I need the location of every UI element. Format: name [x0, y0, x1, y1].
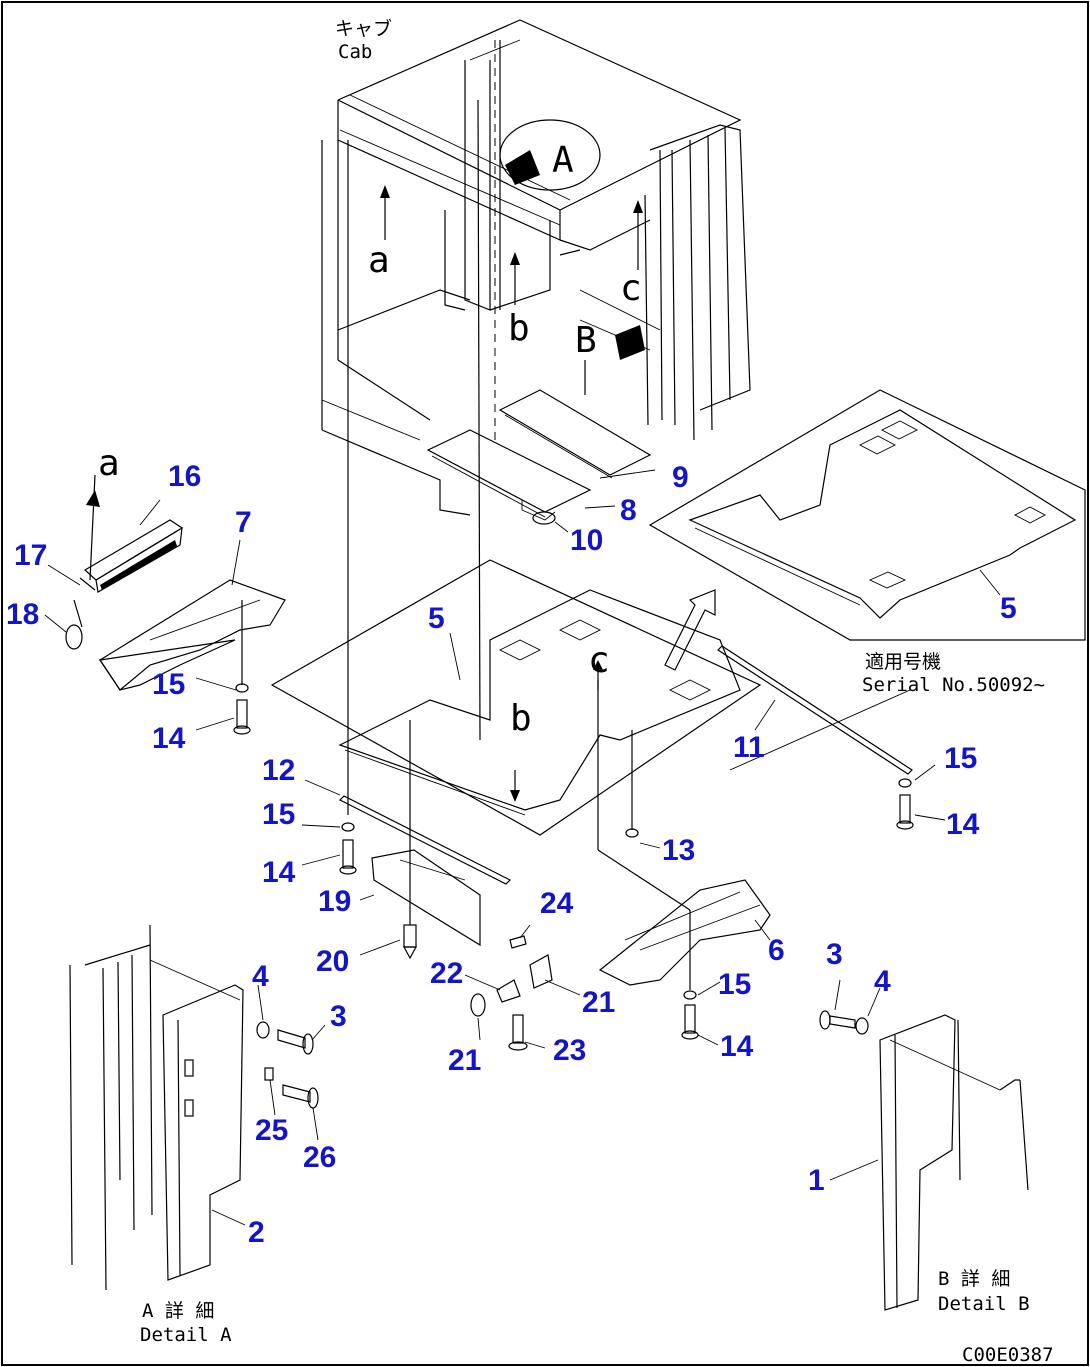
callout-23: 23 [553, 1034, 586, 1067]
callout-26: 26 [303, 1141, 336, 1174]
detail-a-label-jp: A 詳 細 [142, 1300, 214, 1322]
floor-mat-5 [270, 559, 762, 836]
plate-9 [498, 389, 652, 479]
inset-floor-mat-5 [648, 389, 1086, 641]
grommet-10 [532, 511, 556, 525]
leader-lines [44, 469, 1001, 1226]
view-letter-c-cab: c [620, 268, 642, 309]
callout-4-left: 4 [252, 960, 269, 993]
callout-3-left: 3 [330, 1000, 347, 1033]
callout-13: 13 [662, 834, 695, 867]
callout-21-b: 21 [448, 1044, 481, 1077]
part-19 [371, 849, 481, 947]
cab-outline [321, 19, 751, 516]
callout-11: 11 [733, 731, 765, 764]
callout-1: 1 [808, 1164, 825, 1197]
view-letter-b-mat: b [510, 698, 532, 739]
callout-20: 20 [316, 945, 349, 978]
detail-a-label-en: Detail A [140, 1324, 232, 1346]
callout-21-a: 21 [582, 986, 615, 1019]
callout-17: 17 [14, 539, 47, 572]
detail-b-label-en: Detail B [938, 1293, 1030, 1315]
view-letter-c-mat: c [588, 640, 610, 681]
callout-5-inset: 5 [1000, 592, 1017, 625]
detail-b-label-jp: B 詳 細 [938, 1268, 1010, 1290]
callout-8: 8 [620, 494, 637, 527]
callout-14-a: 14 [152, 722, 186, 755]
callout-14-d: 14 [720, 1030, 754, 1063]
detail-a-drawing [69, 924, 319, 1291]
fasteners [233, 683, 914, 1051]
callout-3-right: 3 [826, 938, 843, 971]
cab-label-en: Cab [338, 41, 372, 63]
callout-19: 19 [318, 885, 351, 918]
callout-12: 12 [262, 754, 295, 787]
callout-6: 6 [768, 934, 785, 967]
callout-18: 18 [6, 598, 39, 631]
part-20 [402, 924, 418, 960]
callout-5-main: 5 [428, 602, 445, 635]
view-letter-A: A [552, 140, 574, 181]
callout-15-d: 15 [718, 968, 751, 1001]
view-letter-a-cab: a [368, 240, 390, 281]
view-letter-a-part16: a [98, 443, 120, 484]
callout-4-right: 4 [874, 965, 891, 998]
serial-leader [729, 689, 911, 771]
callout-14-b: 14 [262, 856, 296, 889]
callout-25: 25 [255, 1114, 288, 1147]
callout-15-b: 15 [262, 798, 295, 831]
cab-label-jp: キャブ [335, 17, 392, 40]
view-letter-B: B [575, 320, 597, 361]
callout-10: 10 [570, 524, 603, 557]
callout-15-c: 15 [944, 742, 977, 775]
strip-12 [338, 795, 512, 885]
drawing-code: C00E0387 [962, 1344, 1054, 1366]
strip-11 [717, 645, 913, 775]
callout-7: 7 [235, 506, 252, 539]
serial-label-en: Serial No.50092~ [862, 674, 1045, 696]
callout-9: 9 [672, 461, 689, 494]
plate-8 [426, 429, 592, 521]
callout-16: 16 [168, 460, 201, 493]
callout-22: 22 [430, 957, 463, 990]
callout-24: 24 [540, 887, 574, 920]
part-6 [598, 879, 771, 986]
part-16 [83, 474, 184, 593]
detail-b-drawing [819, 1010, 1029, 1311]
part-17-18 [65, 577, 96, 650]
view-letter-b-cab: b [508, 308, 530, 349]
callout-14-c: 14 [946, 808, 980, 841]
part-7 [98, 579, 286, 691]
callout-15-a: 15 [152, 668, 185, 701]
callout-2: 2 [248, 1216, 265, 1249]
serial-label-jp: 適用号機 [865, 651, 941, 673]
assembly-lines [241, 40, 691, 990]
